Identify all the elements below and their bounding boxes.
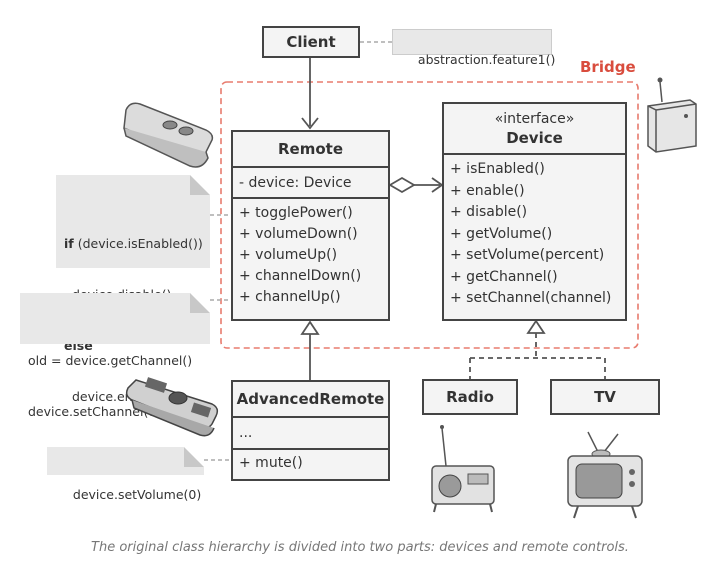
radio-icon: [431, 425, 495, 513]
note-keyword-if: if: [64, 236, 74, 251]
device-method: + setVolume(percent): [450, 247, 605, 263]
aggregation-diamond: [388, 176, 416, 194]
inheritance-triangle-remote: [300, 320, 320, 335]
note-line: device.setVolume(0): [72, 487, 202, 502]
remote-title: Remote: [277, 140, 343, 158]
figure-caption: The original class hierarchy is divided …: [91, 540, 629, 555]
remote-control-icon: [123, 102, 214, 168]
client-note-text: abstraction.feature1(): [417, 52, 556, 67]
device-title: Device: [506, 129, 563, 147]
advanced-remote-methods: + mute(): [233, 448, 388, 477]
remote-fields: - device: Device: [233, 166, 388, 197]
device-method: + disable(): [450, 204, 528, 220]
toggle-power-note: if (device.isEnabled()) device.disable()…: [56, 175, 210, 404]
note-fold: [190, 293, 210, 313]
note-line: old = device.getChannel(): [28, 353, 193, 368]
advanced-remote-fields: ...: [233, 416, 388, 448]
bridge-boundary: [220, 81, 639, 349]
remote-method: + togglePower(): [239, 205, 353, 221]
remote-method: + volumeDown(): [239, 226, 358, 242]
remote-method: + volumeUp(): [239, 247, 338, 263]
radio-title: Radio: [446, 388, 494, 406]
client-class: Client: [262, 26, 360, 58]
radio-device-icon: [647, 77, 697, 153]
advanced-remote-icon: [125, 377, 219, 437]
remote-method: + channelDown(): [239, 268, 362, 284]
remote-method: + channelUp(): [239, 289, 341, 305]
advanced-remote-field: ...: [239, 425, 253, 441]
device-method: + enable(): [450, 182, 525, 199]
client-note: abstraction.feature1(): [392, 29, 555, 67]
mute-note: device.setVolume(0): [47, 447, 204, 502]
tv-title: TV: [594, 388, 616, 406]
tv-icon: [567, 431, 643, 519]
note-fold: [184, 447, 204, 467]
advanced-remote-method: + mute(): [239, 455, 303, 471]
device-method: + isEnabled(): [450, 161, 545, 177]
note-line: (device.isEnabled()): [73, 236, 203, 251]
note-fold: [190, 175, 210, 195]
device-interface: «interface» Device + isEnabled() + enabl…: [442, 102, 627, 321]
remote-field: - device: Device: [239, 175, 352, 191]
remote-class: Remote - device: Device + togglePower() …: [231, 130, 390, 321]
channel-up-note: old = device.getChannel() device.setChan…: [20, 293, 210, 419]
radio-class: Radio: [422, 379, 518, 415]
device-stereotype: «interface»: [494, 111, 575, 127]
bridge-label: Bridge: [580, 58, 636, 76]
device-method: + getVolume(): [450, 225, 553, 242]
tv-class: TV: [550, 379, 660, 415]
remote-methods: + togglePower() + volumeDown() + volumeU…: [233, 197, 388, 312]
device-methods: + isEnabled() + enable() + disable() + g…: [444, 153, 625, 314]
client-remote-arrowhead: [301, 117, 319, 130]
device-method: + getChannel(): [450, 268, 558, 285]
client-title: Client: [286, 33, 336, 51]
device-method: + setChannel(channel): [450, 290, 612, 306]
advanced-remote-class: AdvancedRemote ... + mute(): [231, 380, 390, 481]
advanced-remote-title: AdvancedRemote: [236, 390, 385, 408]
